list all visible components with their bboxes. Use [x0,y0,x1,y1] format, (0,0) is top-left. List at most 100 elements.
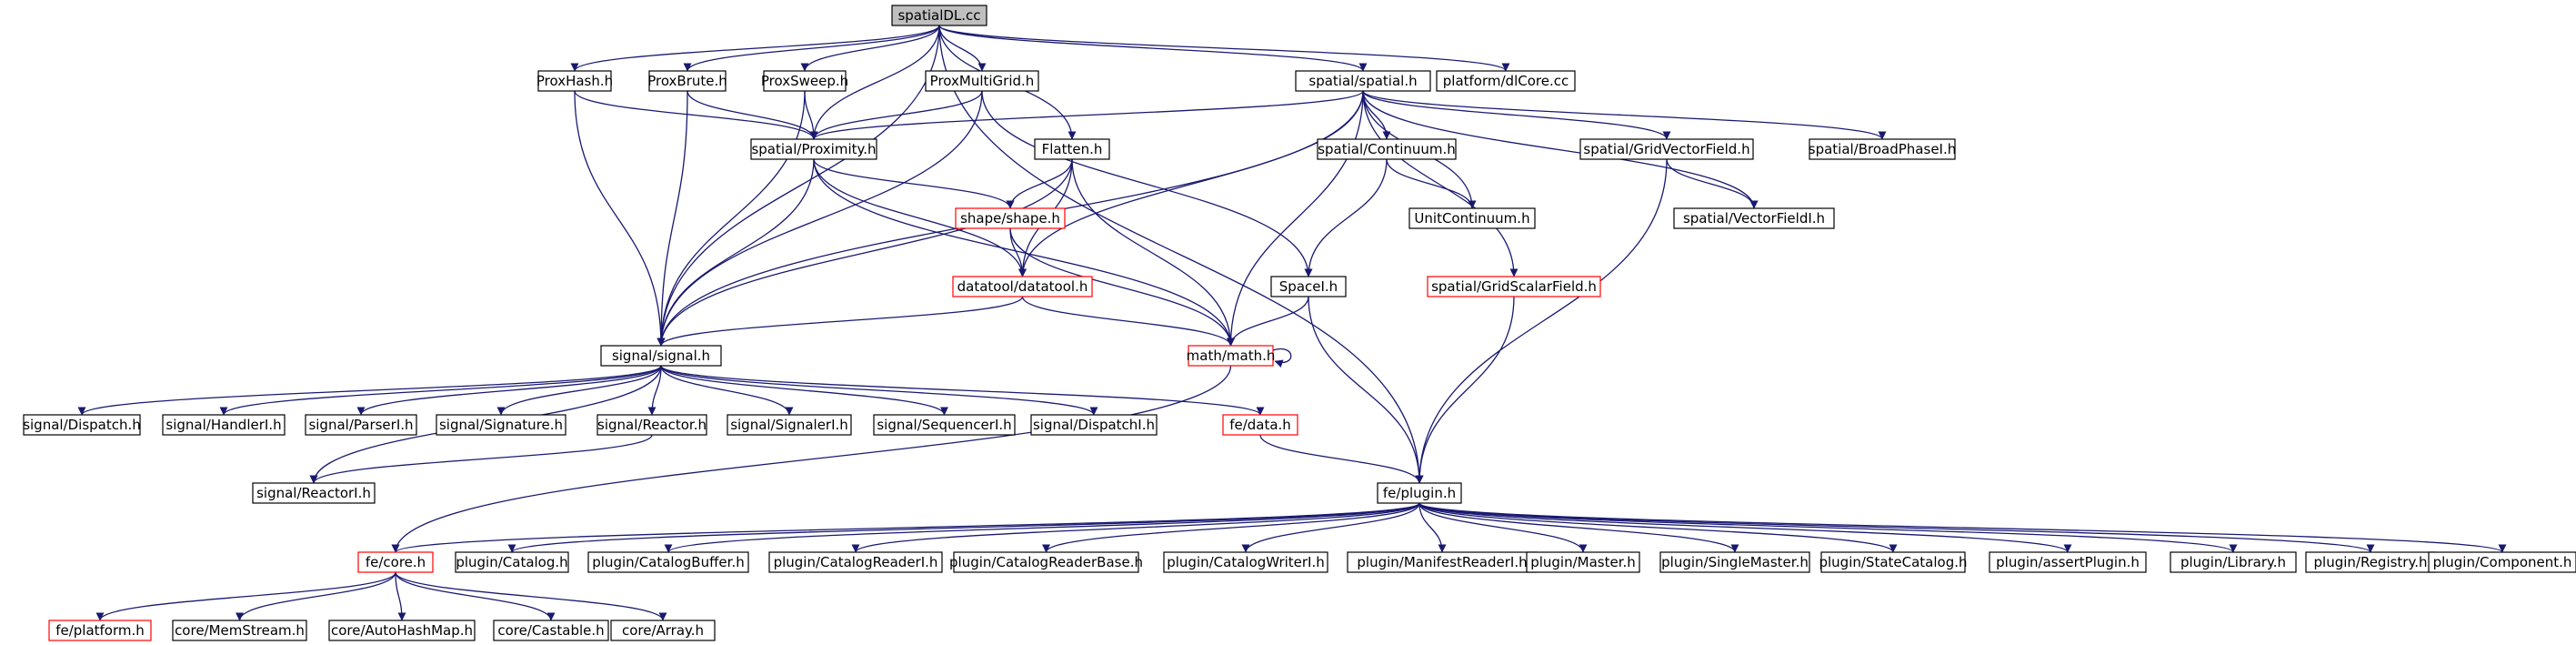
node-spatialdl[interactable]: spatialDL.cc [891,5,987,26]
node-fecore[interactable]: fe/core.h [357,551,434,573]
edge-signal-to-signature [496,365,662,416]
node-box [1317,138,1457,160]
edge-proxmultigrid-to-signal [657,90,983,347]
node-continuum[interactable]: spatial/Continuum.h [1317,138,1457,160]
node-label: signal/ReactorI.h [256,485,371,501]
edge-feplugin-to-registry [1418,502,2375,553]
node-label: fe/data.h [1229,417,1291,433]
node-label: math/math.h [1187,348,1276,364]
node-label: plugin/Catalog.h [456,554,567,570]
node-label: signal/SequencerI.h [877,417,1011,433]
node-feplatform[interactable]: fe/platform.h [48,620,152,641]
node-catalogwriteri[interactable]: plugin/CatalogWriterI.h [1163,551,1328,573]
node-box [1659,551,1810,573]
node-broadphase[interactable]: spatial/BroadPhaseI.h [1809,138,1957,160]
node-dispatch[interactable]: signal/Dispatch.h [23,414,141,436]
node-proxmultigrid[interactable]: ProxMultiGrid.h [925,70,1039,92]
node-label: UnitContinuum.h [1414,210,1529,227]
node-assertplugin[interactable]: plugin/assertPlugin.h [1989,551,2147,573]
edge-feplugin-to-catalogbuffer [664,502,1420,553]
edge-spatial-to-gridscalarfield [1362,90,1519,277]
node-signal[interactable]: signal/signal.h [600,345,722,367]
edge-fecore-to-feplatform [95,571,396,621]
node-label: signal/SignalerI.h [730,417,848,433]
node-box [953,551,1139,573]
node-flatten[interactable]: Flatten.h [1034,138,1110,160]
node-box [1820,551,1966,573]
edge-signal-to-dispatchi [660,365,1098,416]
edge-spatialdl-to-signal [657,25,940,347]
node-proxbrute[interactable]: ProxBrute.h [647,70,727,92]
node-sequenceri[interactable]: signal/SequencerI.h [873,414,1016,436]
node-signature[interactable]: signal/Signature.h [436,414,566,436]
node-label: plugin/Master.h [1530,554,1636,570]
node-signaleri[interactable]: signal/SignalerI.h [727,414,852,436]
edge-signal-to-dispatch [77,365,662,416]
node-catalogreaderbase[interactable]: plugin/CatalogReaderBase.h [949,551,1143,573]
node-castable[interactable]: core/Castable.h [493,620,609,641]
node-label: core/AutoHashMap.h [331,622,473,639]
edge-spatialdl-to-spatial [938,25,1368,72]
node-fedata[interactable]: fe/data.h [1222,414,1298,436]
node-label: spatial/GridVectorField.h [1583,141,1749,157]
node-parseri[interactable]: signal/ParserI.h [305,414,417,436]
node-math[interactable]: math/math.h [1187,345,1276,367]
node-box [955,207,1066,229]
node-proxsweep[interactable]: ProxSweep.h [761,70,848,92]
node-proxhash[interactable]: ProxHash.h [536,70,613,92]
node-label: plugin/StateCatalog.h [1819,554,1967,570]
node-catalogbuffer[interactable]: plugin/CatalogBuffer.h [587,551,749,573]
edge-feplugin-to-catalogwriteri [1241,502,1420,553]
node-manifestreaderi[interactable]: plugin/ManifestReaderI.h [1347,551,1538,573]
node-label: datatool/datatool.h [957,278,1088,295]
node-reactor[interactable]: signal/Reactor.h [596,414,707,436]
node-box [587,551,749,573]
node-box [1222,414,1298,436]
node-autohashmap[interactable]: core/AutoHashMap.h [328,620,476,641]
edge-spatialdl-to-proxmultigrid [938,25,987,72]
node-box [537,70,612,92]
node-label: plugin/SingleMaster.h [1661,554,1809,570]
node-dispatchi[interactable]: signal/DispatchI.h [1030,414,1158,436]
node-vectorfield[interactable]: spatial/VectorFieldI.h [1673,207,1835,229]
node-label: signal/signal.h [612,348,710,364]
node-box [172,620,307,641]
node-array[interactable]: core/Array.h [610,620,716,641]
node-gridvectorfield[interactable]: spatial/GridVectorField.h [1579,138,1754,160]
edge-proxsweep-to-signal [657,90,806,347]
node-shape[interactable]: shape/shape.h [955,207,1066,229]
node-label: spatial/BroadPhaseI.h [1809,141,1957,157]
node-proximity[interactable]: spatial/Proximity.h [750,138,877,160]
node-statecatalog[interactable]: plugin/StateCatalog.h [1819,551,1968,573]
node-memstream[interactable]: core/MemStream.h [172,620,307,641]
node-box [1526,551,1640,573]
node-singlemaster[interactable]: plugin/SingleMaster.h [1659,551,1810,573]
node-datatool[interactable]: datatool/datatool.h [952,276,1093,297]
node-feplugin[interactable]: fe/plugin.h [1377,482,1462,504]
node-handleri[interactable]: signal/HandlerI.h [162,414,286,436]
edge-feplugin-to-statecatalog [1418,502,1898,553]
node-box [763,70,847,92]
node-box [1377,482,1462,504]
edge-gridvectorfield-to-feplugin [1415,158,1668,484]
node-reactori[interactable]: signal/ReactorI.h [252,482,376,504]
node-box [1188,345,1274,367]
node-spacei[interactable]: SpaceI.h [1270,276,1347,297]
edge-gridvectorfield-to-vectorfield [1666,158,1759,209]
edge-feplugin-to-component [1418,502,2507,553]
node-box [925,70,1039,92]
node-box [1408,207,1536,229]
node-registry[interactable]: plugin/Registry.h [2305,551,2436,573]
edge-spatialdl-to-feplugin [938,25,1424,484]
node-library[interactable]: plugin/Library.h [2170,551,2297,573]
node-gridscalarfield[interactable]: spatial/GridScalarField.h [1427,276,1601,297]
node-spatial[interactable]: spatial/spatial.h [1295,70,1431,92]
node-master[interactable]: plugin/Master.h [1526,551,1640,573]
node-component[interactable]: plugin/Component.h [2428,551,2576,573]
node-box [648,70,727,92]
node-catalog[interactable]: plugin/Catalog.h [455,551,569,573]
node-dlcore[interactable]: platform/dlCore.cc [1436,70,1576,92]
node-catalogreaderi[interactable]: plugin/CatalogReaderI.h [768,551,943,573]
node-unitcontinuum[interactable]: UnitContinuum.h [1408,207,1536,229]
edge-spatialdl-to-proximity [809,25,940,140]
